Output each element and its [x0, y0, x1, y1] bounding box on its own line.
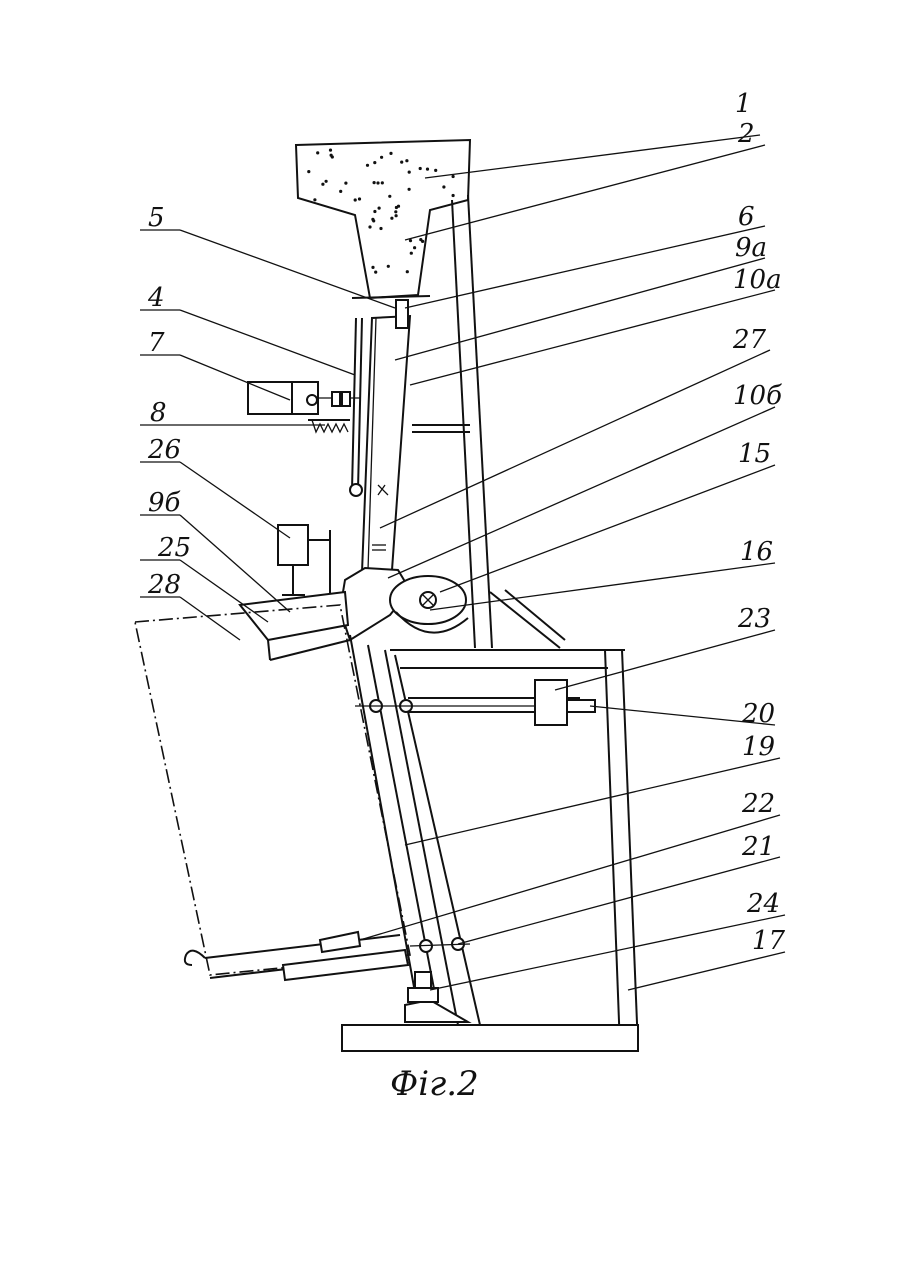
hopper-grain: [358, 197, 361, 200]
hopper-grain: [354, 198, 357, 201]
hopper-grain: [426, 168, 429, 171]
callout-24: 24: [746, 889, 780, 919]
callout-labels: 1 2 6 9а 10а 27 10б 15 16 23 20 19 22 21…: [147, 89, 786, 956]
hopper-grain: [313, 198, 316, 201]
callout-19: 19: [742, 732, 775, 762]
hopper-grain: [419, 238, 422, 241]
callout-2: 2: [737, 119, 755, 149]
hopper-grain: [381, 181, 384, 184]
hopper-grain: [374, 271, 377, 274]
hopper-grain: [389, 152, 392, 155]
callout-8: 8: [150, 398, 167, 428]
hopper-grain: [400, 161, 403, 164]
callout-17: 17: [752, 926, 786, 956]
hopper-grain: [376, 181, 379, 184]
hopper-grain: [321, 183, 324, 186]
hopper-grain: [405, 159, 408, 162]
hopper-grain: [339, 190, 342, 193]
figure-caption: Фіг.2: [390, 1064, 479, 1104]
callout-15: 15: [738, 439, 771, 469]
hopper-grain: [397, 205, 400, 208]
hopper-grain: [452, 175, 455, 178]
leader-lines: [140, 135, 785, 990]
callout-6: 6: [738, 202, 755, 232]
hopper: [296, 140, 470, 298]
weighing-unit: [240, 525, 350, 660]
hopper-grain: [410, 252, 413, 255]
dosing-chute: [350, 300, 410, 572]
main-frame: [342, 650, 638, 1051]
hopper-grain: [373, 161, 376, 164]
hopper-grain: [378, 207, 381, 210]
hopper-grain: [413, 246, 416, 249]
callout-1: 1: [735, 89, 752, 119]
hopper-grain: [390, 217, 393, 220]
hopper-grain: [388, 195, 391, 198]
hopper-grain: [394, 210, 397, 213]
hopper-grain: [329, 149, 332, 152]
callout-9a: 9а: [735, 233, 767, 263]
hopper-grain: [442, 185, 445, 188]
hopper-grain: [379, 227, 382, 230]
hopper-grain: [373, 181, 376, 184]
hopper-grain: [419, 167, 422, 170]
hopper-grain: [408, 171, 411, 174]
callout-4: 4: [147, 283, 165, 313]
hopper-grain: [325, 180, 328, 183]
hopper-grain: [408, 188, 411, 191]
callout-21: 21: [741, 832, 775, 862]
callout-10b: 10б: [733, 381, 782, 411]
callout-9b: 9б: [148, 488, 181, 518]
callout-5: 5: [148, 203, 165, 233]
callout-25: 25: [157, 533, 191, 563]
callout-22: 22: [741, 789, 775, 819]
hopper-grain: [316, 151, 319, 154]
callout-23: 23: [737, 604, 771, 634]
callout-7: 7: [148, 328, 165, 358]
rotary-valve: [340, 568, 468, 640]
callout-10a: 10а: [733, 265, 782, 295]
hopper-grain: [371, 218, 374, 221]
hopper-grain: [344, 182, 347, 185]
hopper-grain: [380, 156, 383, 159]
hopper-grain: [371, 266, 374, 269]
callout-28: 28: [147, 570, 181, 600]
hopper-grain: [368, 225, 371, 228]
hopper-grain: [452, 194, 455, 197]
callout-27: 27: [732, 325, 767, 355]
hopper-grain: [406, 270, 409, 273]
hopper-grain: [307, 170, 310, 173]
callout-16: 16: [740, 537, 773, 567]
hopper-grain: [330, 154, 333, 157]
hopper-grain: [373, 210, 376, 213]
callout-20: 20: [741, 699, 775, 729]
hopper-grain: [387, 265, 390, 268]
hopper-grain: [395, 214, 398, 217]
bag-outline: [135, 605, 410, 980]
hopper-grain: [434, 169, 437, 172]
hopper-grain: [366, 164, 369, 167]
callout-26: 26: [147, 435, 181, 465]
